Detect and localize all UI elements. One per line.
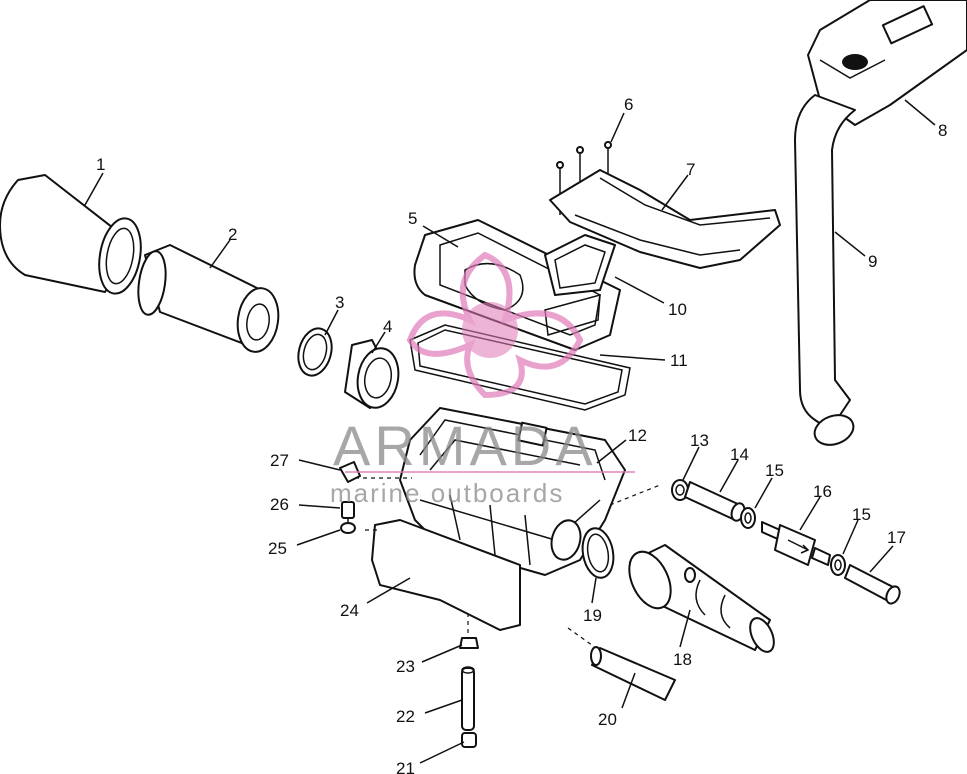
callout-6: 6 — [624, 95, 633, 114]
callout-1: 1 — [96, 155, 105, 174]
part-2-filter-element — [137, 244, 280, 353]
callout-13: 13 — [690, 431, 709, 450]
callout-7: 7 — [686, 160, 695, 179]
part-11-seal — [409, 324, 631, 411]
part-15-clamp-b — [830, 554, 846, 576]
callout-8: 8 — [938, 121, 947, 140]
watermark-logo-icon — [406, 251, 584, 399]
part-7-duct-cover — [549, 169, 781, 269]
callout-19: 19 — [583, 606, 602, 625]
callout-2: 2 — [228, 225, 237, 244]
callout-3: 3 — [335, 293, 344, 312]
callout-12: 12 — [628, 426, 647, 445]
callout-26: 26 — [270, 495, 289, 514]
callout-numbers: 1 2 3 4 5 6 7 8 9 10 11 12 13 14 15 16 1… — [96, 95, 947, 774]
callout-10: 10 — [668, 300, 687, 319]
part-12-airbox — [399, 407, 626, 576]
callout-27: 27 — [270, 451, 289, 470]
part-17-hose — [844, 564, 901, 605]
callout-16: 16 — [813, 482, 832, 501]
part-19-o-ring — [581, 527, 615, 579]
watermark-tagline: marine outboards — [330, 478, 564, 508]
callout-5: 5 — [408, 209, 417, 228]
part-15-clamp-a — [740, 507, 756, 529]
callout-17: 17 — [887, 528, 906, 547]
part-14-hose — [684, 481, 746, 522]
part-10-gasket — [544, 234, 616, 296]
part-26-screw — [341, 501, 355, 524]
callout-24: 24 — [340, 601, 359, 620]
part-16-check-valve — [761, 521, 831, 566]
callout-25: 25 — [268, 539, 287, 558]
part-5-lid — [413, 219, 621, 351]
part-24-bottom-cover — [371, 519, 521, 631]
part-18-outlet-boot — [628, 544, 775, 653]
callout-23: 23 — [396, 657, 415, 676]
part-3-clamp — [297, 327, 333, 377]
part-25-washer — [340, 522, 356, 534]
callout-4: 4 — [383, 317, 392, 336]
part-4-adapter-nut — [344, 339, 400, 409]
part-21-plug — [461, 732, 477, 748]
part-1-prefilter-sleeve — [0, 174, 142, 295]
watermark-brand: ARMADA — [333, 414, 597, 477]
callout-9: 9 — [868, 252, 877, 271]
callout-20: 20 — [598, 710, 617, 729]
callout-11: 11 — [670, 351, 688, 370]
part-23-plug — [459, 605, 479, 649]
callout-22: 22 — [396, 707, 415, 726]
part-20-drain-hose — [567, 627, 676, 701]
callout-14: 14 — [730, 445, 749, 464]
leader-lines — [84, 99, 936, 764]
callout-15b: 15 — [852, 505, 871, 524]
part-22-tube — [461, 666, 475, 731]
callout-21: 21 — [396, 759, 415, 774]
part-8-snorkel — [807, 0, 967, 126]
part-9-intake-tube — [794, 94, 856, 446]
callout-15: 15 — [765, 461, 784, 480]
callout-18: 18 — [673, 650, 692, 669]
